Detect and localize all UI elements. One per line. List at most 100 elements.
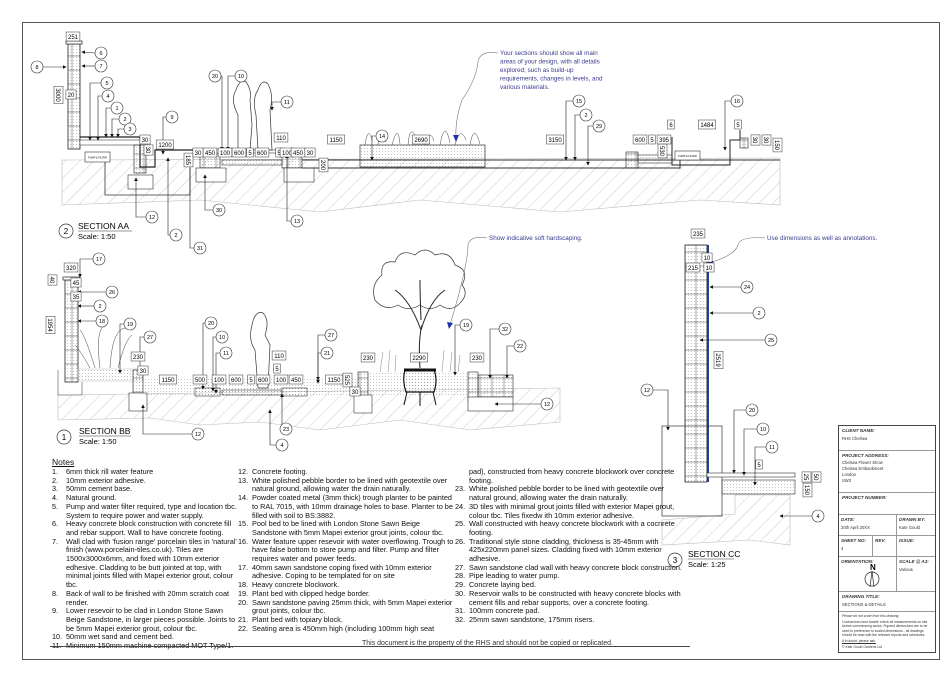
svg-text:Show indicative soft hardscapi: Show indicative soft hardscaping. <box>489 235 583 242</box>
callout-circle <box>513 339 527 353</box>
dimension-bb: 30 <box>137 365 149 376</box>
dimension-value: 1200 <box>158 143 172 149</box>
note-number: 17. <box>238 562 249 572</box>
note-text: 50mm wet sand and cement bed. <box>66 632 174 642</box>
note-item: 12.Concrete footing. <box>238 467 456 477</box>
note-number: 13. <box>238 475 249 485</box>
dimension-value: 30 <box>142 138 149 144</box>
dimension-value: 110 <box>274 354 284 360</box>
dimension-aa: 200 <box>318 157 329 173</box>
dimension-box <box>65 31 81 42</box>
section-number: 1 <box>62 433 67 442</box>
note-number: 6. <box>52 519 59 529</box>
note-text: Powder coated metal (3mm thick) trough p… <box>252 493 453 520</box>
svg-text:N: N <box>870 563 876 572</box>
note-text: Sawn sandstone clad wall with heavy conc… <box>469 562 682 572</box>
note-text: Natural ground. <box>66 493 117 503</box>
note-text: Sawn sandstone paving 25mm thick, with 5… <box>252 597 453 616</box>
section-title: SECTION AA <box>78 221 129 231</box>
dimension-box <box>701 252 713 263</box>
leader-line <box>78 258 93 278</box>
section-cc-drawing <box>661 244 796 546</box>
note-text: White polished pebble border to be lined… <box>252 475 448 494</box>
dimension-bb: 110 <box>271 350 287 361</box>
callout-aa: 2 <box>166 157 183 242</box>
dimension-aa: 20 <box>65 89 77 100</box>
dimension-bb: 1150 <box>159 374 177 385</box>
dimension-value: 10 <box>706 266 713 272</box>
callout-circle <box>193 241 207 255</box>
note-item: 8.Back of wall to be finished with 20mm … <box>52 589 237 607</box>
section-scale: Scale: 1:50 <box>79 437 117 446</box>
dimension-value: 30 <box>144 147 150 154</box>
note-text: 50mm cement base. <box>66 484 133 494</box>
dimension-aa: 110 <box>273 132 289 143</box>
note-item: 11.Minimum 150mm machine compacted MOT T… <box>52 641 237 651</box>
dimension-value: 450 <box>291 378 302 384</box>
callout-number: 16 <box>734 99 740 105</box>
dimension-bb: 600 <box>255 374 271 385</box>
notes-column-3: pad), constructed from heavy concrete bl… <box>455 467 683 625</box>
dimension-value: 20 <box>68 93 75 99</box>
note-item: 25.Wall constructed with heavy concrete … <box>455 519 683 537</box>
callout-cc: 4 <box>779 509 825 523</box>
note-number: 10. <box>52 632 63 642</box>
callout-number: 10 <box>238 74 244 80</box>
callout-number: 6 <box>99 51 102 57</box>
callout-aa: 5 <box>88 76 114 141</box>
address-label: PROJECT ADDRESS: <box>842 453 889 458</box>
note-text: Wall clad with 'fusion range' porcelain … <box>66 536 237 590</box>
dimension-box <box>183 152 194 168</box>
dimension-value: 6 <box>669 123 673 129</box>
callout-aa: 1 <box>104 101 124 138</box>
dimension-bb: 45 <box>70 277 82 288</box>
callout-aa: 12 <box>134 177 159 224</box>
leader-line <box>285 154 291 222</box>
leader-line <box>226 75 235 151</box>
callout-number: 11 <box>769 445 775 451</box>
date-label: DATE: <box>841 517 855 522</box>
leader-line <box>488 328 499 379</box>
note-item: 24.3D tiles with minimal grout joints fi… <box>455 502 683 520</box>
callout-number: 3 <box>128 127 131 133</box>
callout-aa: 15 <box>564 94 586 161</box>
callout-circle <box>740 280 754 294</box>
dimension-box <box>750 134 761 146</box>
dimension-box <box>648 134 656 145</box>
svg-text:requirements, changes in level: requirements, changes in levels, and <box>500 76 603 83</box>
north-arrow-icon: N <box>864 563 880 588</box>
dimension-value: 600 <box>258 378 269 384</box>
note-item: 6.Heavy concrete block construction with… <box>52 519 237 537</box>
callout-circle <box>290 214 304 228</box>
dimension-bb: 40 <box>47 274 58 286</box>
dimension-box <box>228 374 244 385</box>
leader-line <box>118 323 124 374</box>
dimension-aa: 1200 <box>156 139 174 150</box>
dimension-value: 230 <box>472 356 483 362</box>
callout-bb: 12 <box>494 397 554 411</box>
dimension-value: 25 <box>802 474 808 481</box>
address-line: London <box>842 472 856 477</box>
leader-line <box>116 128 124 138</box>
callout-cc: 25 <box>699 333 778 347</box>
dimension-box <box>734 119 742 130</box>
dimension-value: 1150 <box>330 138 344 144</box>
dimension-box <box>667 119 675 130</box>
dimension-aa: 6 <box>667 119 675 130</box>
dimension-aa: 3000 <box>53 86 64 104</box>
dimension-aa: 1484 <box>698 119 716 130</box>
pump-filter-label: PUMP & FILTER <box>88 157 107 160</box>
dimension-value: 450 <box>205 151 216 157</box>
dimension-value: 530 <box>658 146 664 157</box>
leader-line <box>268 409 276 446</box>
dimension-value: 30 <box>352 390 359 396</box>
dimension-value: 100 <box>220 151 231 157</box>
dimension-aa: 395 <box>656 134 672 145</box>
callout-circle <box>279 422 293 436</box>
drawing-title-label: DRAWING TITLE: <box>842 594 880 599</box>
annotation-softscape-note: Show indicative soft hardscaping. <box>447 235 583 329</box>
svg-text:areas of your design, with all: areas of your design, with all details <box>500 59 600 66</box>
callout-circle <box>100 76 114 90</box>
note-text: 10mm exterior adhesive. <box>66 475 146 485</box>
